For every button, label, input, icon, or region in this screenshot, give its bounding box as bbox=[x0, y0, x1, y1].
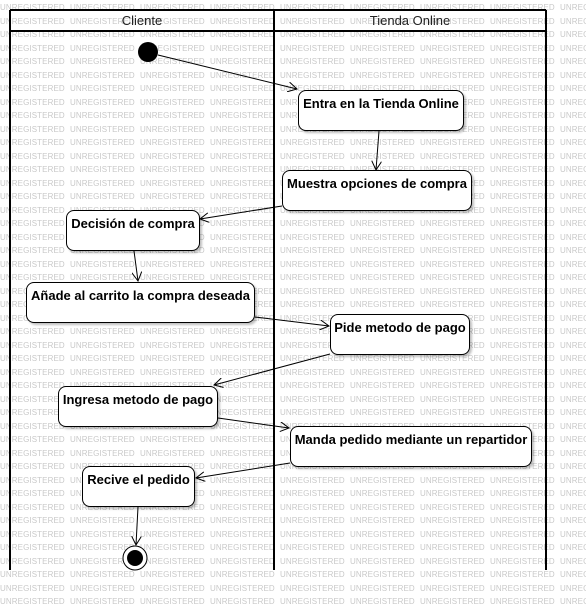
activity-manda-pedido[interactable]: Manda pedido mediante un repartidor bbox=[290, 426, 532, 467]
arrow-decision-to-anade bbox=[134, 250, 138, 281]
arrow-pide-to-ingresa bbox=[214, 353, 331, 385]
arrow-muestra-to-decision bbox=[200, 205, 283, 219]
arrow-anade-to-pide bbox=[254, 316, 329, 326]
lane-title-tienda-online: Tienda Online bbox=[369, 13, 451, 28]
arrow-recibe-to-end bbox=[136, 506, 138, 545]
initial-node[interactable] bbox=[138, 42, 158, 62]
lane-title-cliente: Cliente bbox=[121, 13, 163, 28]
arrow-start-to-entra bbox=[157, 54, 297, 89]
flow-arrows bbox=[134, 54, 379, 545]
arrow-ingresa-to-manda bbox=[217, 417, 289, 428]
activity-decision-compra[interactable]: Decisión de compra bbox=[66, 210, 200, 251]
activity-anade-carrito[interactable]: Añade al carrito la compra deseada bbox=[26, 282, 255, 323]
arrow-entra-to-muestra bbox=[376, 130, 379, 170]
activity-ingresa-metodo-pago[interactable]: Ingresa metodo de pago bbox=[58, 386, 218, 427]
activity-pide-metodo-pago[interactable]: Pide metodo de pago bbox=[330, 314, 470, 355]
arrow-manda-to-recibe bbox=[196, 462, 291, 478]
final-node[interactable] bbox=[122, 545, 148, 571]
swimlane-frame bbox=[9, 9, 547, 570]
activity-muestra-opciones[interactable]: Muestra opciones de compra bbox=[282, 170, 472, 211]
activity-entra-tienda[interactable]: Entra en la Tienda Online bbox=[298, 90, 464, 131]
activity-recibe-pedido[interactable]: Recive el pedido bbox=[82, 466, 195, 507]
